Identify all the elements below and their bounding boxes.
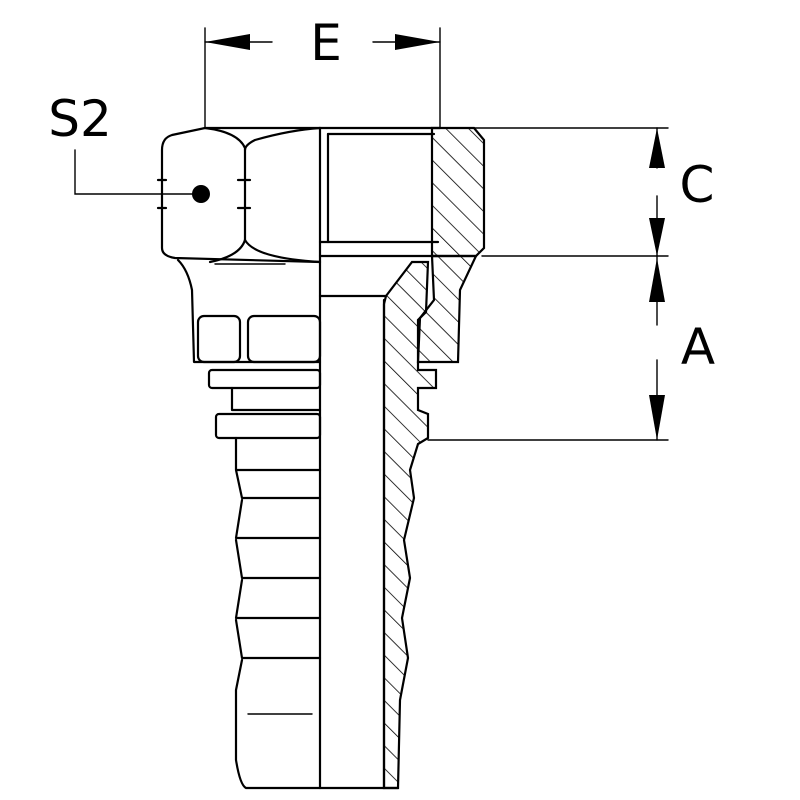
fitting-section-view	[318, 126, 486, 790]
dimension-a-arrow-top	[649, 258, 665, 302]
dimension-e-label: E	[310, 14, 342, 72]
dimension-c-label: C	[680, 156, 715, 214]
flange	[214, 412, 322, 440]
small-hex-left	[196, 314, 242, 364]
hex-nut	[160, 126, 322, 264]
stem-section-hatch	[382, 260, 438, 790]
dimension-c: C	[439, 127, 715, 257]
fitting-exterior-view	[156, 126, 322, 790]
dimension-a-label: A	[681, 318, 715, 376]
dimension-a: A	[427, 255, 715, 441]
hose-barbs	[234, 436, 322, 790]
nut-section-hatch	[430, 126, 486, 258]
dimension-e-arrow-right	[395, 34, 440, 50]
dimension-e: E	[204, 14, 441, 129]
callout-s2-dot	[192, 185, 210, 203]
dimension-e-arrow-left	[205, 34, 250, 50]
dimension-c-arrow-bottom	[649, 218, 665, 256]
callout-s2-label: S2	[48, 90, 112, 148]
callout-s2: S2	[48, 90, 210, 203]
dimension-c-arrow-top	[649, 128, 665, 168]
dimension-a-arrow-bottom	[649, 395, 665, 440]
nut-skirt-hatch	[416, 254, 478, 364]
small-hex-right	[246, 314, 322, 364]
collar-ring	[207, 368, 322, 390]
